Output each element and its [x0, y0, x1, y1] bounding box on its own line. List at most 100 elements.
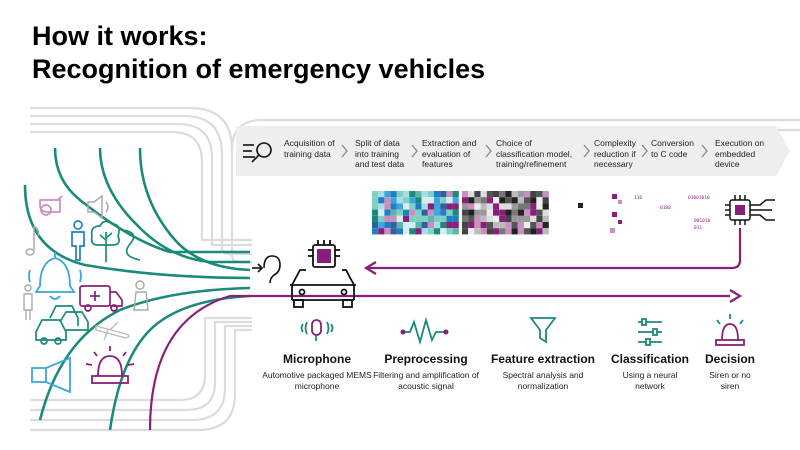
pixel-cell — [536, 191, 543, 198]
pixel-cell — [440, 197, 447, 204]
page-title: How it works: Recognition of emergency v… — [32, 20, 485, 86]
pixel-cell — [421, 228, 428, 235]
pixel-cell — [452, 215, 459, 222]
step-complexity: Complexity reduction if necessary — [594, 138, 637, 169]
pixel-cell — [378, 222, 385, 229]
pixel-cell — [511, 209, 518, 216]
pixel-cell — [480, 222, 487, 229]
pixel-cell — [415, 203, 422, 210]
pixel-cell — [384, 228, 391, 235]
pixel-cell — [415, 222, 422, 229]
pixel-cell — [384, 203, 391, 210]
pixel-cell — [468, 203, 475, 210]
plane-icon — [95, 321, 130, 341]
pixel-cell — [536, 228, 543, 235]
pixel-cell — [517, 215, 524, 222]
bell-icon — [28, 252, 82, 300]
music-note-icon — [25, 225, 40, 256]
pixel-cell — [517, 222, 524, 229]
stage-classification: Classification Using a neural network — [590, 352, 710, 392]
binary-snippet: 0100 — [660, 206, 671, 211]
pixel-cell — [378, 197, 385, 204]
pixel-cell — [378, 209, 385, 216]
pixel-grid-gray — [462, 191, 549, 235]
pixel-cell — [462, 222, 469, 229]
pixel-cell — [493, 191, 500, 198]
road-icon — [121, 229, 141, 261]
pixel-cell — [452, 209, 459, 216]
pixel-cell — [493, 215, 500, 222]
pixel-cell — [536, 203, 543, 210]
pixel-cell — [462, 191, 469, 198]
pixel-cell — [474, 215, 481, 222]
pixel-cell — [440, 191, 447, 198]
pixel-cell — [396, 215, 403, 222]
pixel-cell — [511, 222, 518, 229]
pixel-cell — [390, 191, 397, 198]
step-chevrons — [341, 144, 708, 158]
pixel-cell — [384, 191, 391, 198]
pixel-cell — [409, 228, 416, 235]
pixel-cell — [542, 209, 549, 216]
pixel-cell — [505, 197, 512, 204]
pixel-cell — [415, 209, 422, 216]
pixel-cell — [390, 203, 397, 210]
pixel-cell — [427, 197, 434, 204]
stage-microphone: Microphone Automotive packaged MEMS micr… — [257, 352, 377, 392]
pixel-cell — [468, 215, 475, 222]
stage-title: Classification — [610, 352, 690, 366]
microphone-icon — [300, 319, 334, 341]
pixel-cell — [427, 215, 434, 222]
pixel-cell — [536, 197, 543, 204]
pixel-cell — [486, 203, 493, 210]
pixel-cell — [434, 215, 441, 222]
pixel-cell — [499, 228, 506, 235]
pixel-cell — [421, 197, 428, 204]
waveform-icon — [400, 316, 449, 346]
pixel-cell — [452, 228, 459, 235]
pixel-cell — [434, 203, 441, 210]
pixel-cell — [446, 203, 453, 210]
teal-curves — [23, 147, 251, 431]
pixel-cell — [415, 197, 422, 204]
pixel-cell — [409, 215, 416, 222]
title-line-1: How it works: — [32, 21, 208, 51]
road-lines — [30, 106, 800, 432]
stage-title: Decision — [704, 352, 755, 366]
pixel-cell — [434, 191, 441, 198]
pixel-cell — [390, 222, 397, 229]
step-execution: Execution on embedded device — [715, 138, 765, 169]
pixel-cell — [434, 222, 441, 229]
ear-icon — [252, 255, 281, 284]
pixel-cell — [372, 191, 379, 198]
motorbike-icon — [133, 280, 149, 311]
pixel-cell — [486, 191, 493, 198]
pixel-cell — [499, 222, 506, 229]
pixel-cell — [378, 191, 385, 198]
pixel-cell — [524, 228, 531, 235]
pixel-cell — [493, 222, 500, 229]
step-conversion: Conversion to C code — [651, 138, 694, 159]
stage-desc: Filtering and amplification of acoustic … — [373, 370, 479, 391]
pixel-cell — [452, 197, 459, 204]
pixel-cell — [440, 228, 447, 235]
pixel-cell — [499, 209, 506, 216]
pixel-cell — [409, 222, 416, 229]
pixel-cell — [480, 203, 487, 210]
pixel-grid-color — [372, 191, 459, 235]
step-split: Split of data into training and test dat… — [355, 138, 405, 169]
sparse-pixels — [578, 194, 622, 233]
chip-icon — [725, 195, 775, 225]
pixel-cell — [409, 191, 416, 198]
binary-snippet: 011 — [694, 226, 703, 231]
pixel-cell — [536, 222, 543, 229]
pixel-cell — [403, 215, 410, 222]
pixel-cell — [505, 228, 512, 235]
pixel-cell — [468, 197, 475, 204]
pixel-cell — [446, 209, 453, 216]
siren-icon — [85, 346, 135, 384]
step-acquisition: Acquisition of training data — [284, 138, 335, 159]
pixel-cell — [384, 222, 391, 229]
pixel-cell — [396, 203, 403, 210]
pixel-cell — [542, 215, 549, 222]
